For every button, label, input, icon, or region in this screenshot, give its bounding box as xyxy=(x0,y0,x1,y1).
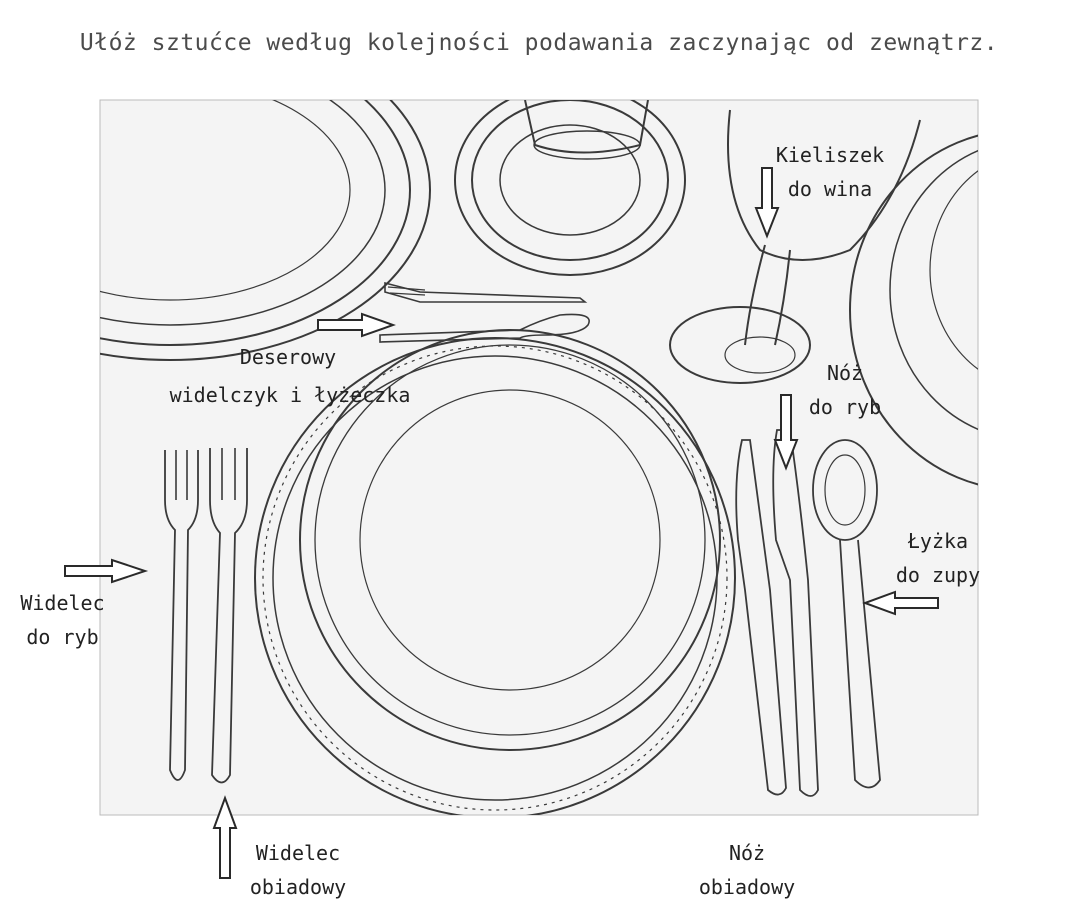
arrow-down-icon xyxy=(773,394,799,471)
dinner-knife-icon xyxy=(735,439,787,796)
arrow-right-icon xyxy=(64,558,149,584)
label-dessert-cutlery-2: widelczyk i łyżeczka xyxy=(150,378,430,412)
arrow-up-icon xyxy=(212,795,238,879)
dinner-fork-icon xyxy=(209,448,248,784)
page-title: Ułóż sztućce według kolejności podawania… xyxy=(79,30,999,56)
fish-knife-icon xyxy=(772,429,819,797)
fish-fork-icon xyxy=(164,450,199,781)
label-fish-knife-line2: do ryb xyxy=(808,395,882,419)
arrow-right-icon xyxy=(317,312,396,338)
label-fish-fork-line1: Widelec xyxy=(20,591,105,615)
label-dinner-fork: Widelec obiadowy xyxy=(238,836,358,904)
label-wine-glass: Kieliszek do wina xyxy=(770,138,890,206)
dessert-cutlery-icon xyxy=(379,281,590,343)
label-fish-knife-line1: Nóż xyxy=(826,361,864,385)
label-wine-line1: Kieliszek xyxy=(775,143,885,167)
arrow-left-icon xyxy=(862,590,939,616)
label-fish-knife: Nóż do ryb xyxy=(800,356,890,424)
arrow-down-icon xyxy=(754,167,780,239)
soup-spoon-icon xyxy=(812,439,881,789)
label-dessert-cutlery: Deserowy xyxy=(228,340,348,374)
side-plate-icon xyxy=(849,134,978,486)
label-wine-line2: do wina xyxy=(787,177,873,201)
label-dinner-fork-line1: Widelec xyxy=(255,841,341,865)
cup-and-saucer-icon xyxy=(454,100,686,276)
label-fish-fork: Widelec do ryb xyxy=(5,586,120,654)
label-dinner-fork-line2: obiadowy xyxy=(249,875,347,899)
label-dessert-line2: widelczyk i łyżeczka xyxy=(169,383,411,407)
label-soup-spoon-line2: do zupy xyxy=(895,563,981,587)
serving-platter-icon xyxy=(100,100,431,361)
label-soup-spoon-line1: Łyżka xyxy=(907,529,969,553)
label-fish-fork-line2: do ryb xyxy=(26,625,99,649)
label-dessert-line1: Deserowy xyxy=(239,345,337,369)
label-dinner-knife-line1: Nóż xyxy=(728,841,766,865)
label-dinner-knife-line2: obiadowy xyxy=(698,875,796,899)
label-dinner-knife: Nóż obiadowy xyxy=(682,836,812,904)
label-soup-spoon: Łyżka do zupy xyxy=(878,524,998,592)
